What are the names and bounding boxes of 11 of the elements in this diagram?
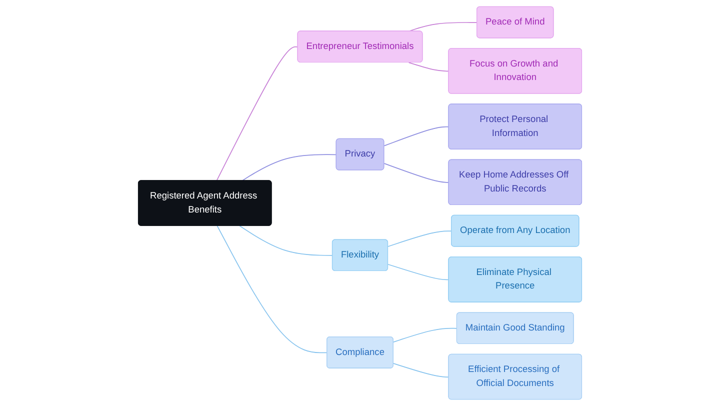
connector [384, 126, 450, 146]
connector [216, 225, 328, 354]
connector [393, 363, 450, 378]
connector [388, 230, 452, 247]
connector [393, 328, 458, 342]
connector [388, 264, 450, 280]
connector [384, 163, 450, 183]
connector [239, 225, 333, 256]
connector [242, 154, 337, 182]
connector [408, 62, 450, 72]
connector [216, 46, 298, 182]
